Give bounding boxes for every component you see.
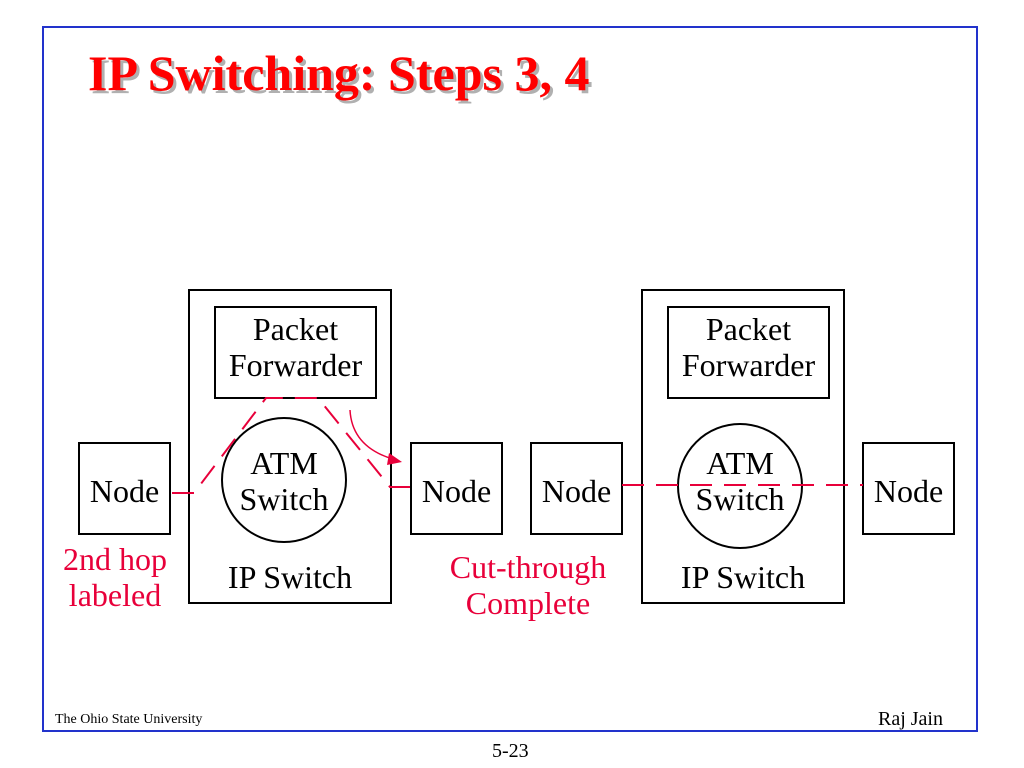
- right-forwarder-line1: Packet: [705, 311, 792, 347]
- footer-author: Raj Jain: [878, 708, 943, 730]
- slide-title: IP Switching: Steps 3, 4: [88, 45, 590, 101]
- node-box-1: [78, 442, 171, 535]
- right-atm-label: ATM Switch: [678, 445, 802, 518]
- right-forwarder-line2: Forwarder: [681, 346, 816, 383]
- left-atm-switch-circle: [221, 417, 347, 543]
- right-atm-line2: Switch: [695, 480, 785, 517]
- cut-through-line2: Complete: [465, 584, 591, 621]
- left-atm-line1: ATM: [250, 445, 318, 481]
- cut-through-annotation: Cut-through Complete: [420, 549, 636, 622]
- node-box-4: [862, 442, 955, 535]
- node-box-2: [410, 442, 503, 535]
- footer-university: The Ohio State University: [55, 712, 203, 727]
- cut-through-line1: Cut-through: [449, 549, 607, 585]
- left-ip-switch-box: [188, 289, 392, 604]
- right-atm-line1: ATM: [706, 445, 774, 481]
- left-forwarder-line1: Packet: [252, 311, 339, 347]
- node-label-4: Node: [873, 473, 944, 509]
- left-ip-switch-label: IP Switch: [227, 559, 353, 595]
- right-packet-forwarder-box: [667, 306, 830, 399]
- cut-through-arrowhead: [387, 453, 402, 465]
- node-label-3: Node: [541, 473, 612, 509]
- left-atm-line2: Switch: [239, 480, 329, 517]
- right-ip-switch-label: IP Switch: [680, 559, 806, 595]
- node-label-2: Node: [421, 473, 492, 509]
- left-forwarder-line2: Forwarder: [228, 346, 363, 383]
- cut-through-arrow: [349, 409, 397, 461]
- node-box-3: [530, 442, 623, 535]
- right-forwarder-label: Packet Forwarder: [668, 311, 829, 384]
- left-atm-label: ATM Switch: [222, 445, 346, 518]
- page-number: 5-23: [492, 740, 529, 762]
- right-ip-switch-box: [641, 289, 845, 604]
- left-labeled-path: [172, 397, 410, 494]
- second-hop-line1: 2nd hop: [63, 541, 167, 577]
- slide-frame: [42, 26, 978, 732]
- left-forwarder-label: Packet Forwarder: [215, 311, 376, 384]
- second-hop-line2: labeled: [68, 576, 162, 613]
- second-hop-annotation: 2nd hop labeled: [40, 541, 190, 614]
- node-label-1: Node: [89, 473, 160, 509]
